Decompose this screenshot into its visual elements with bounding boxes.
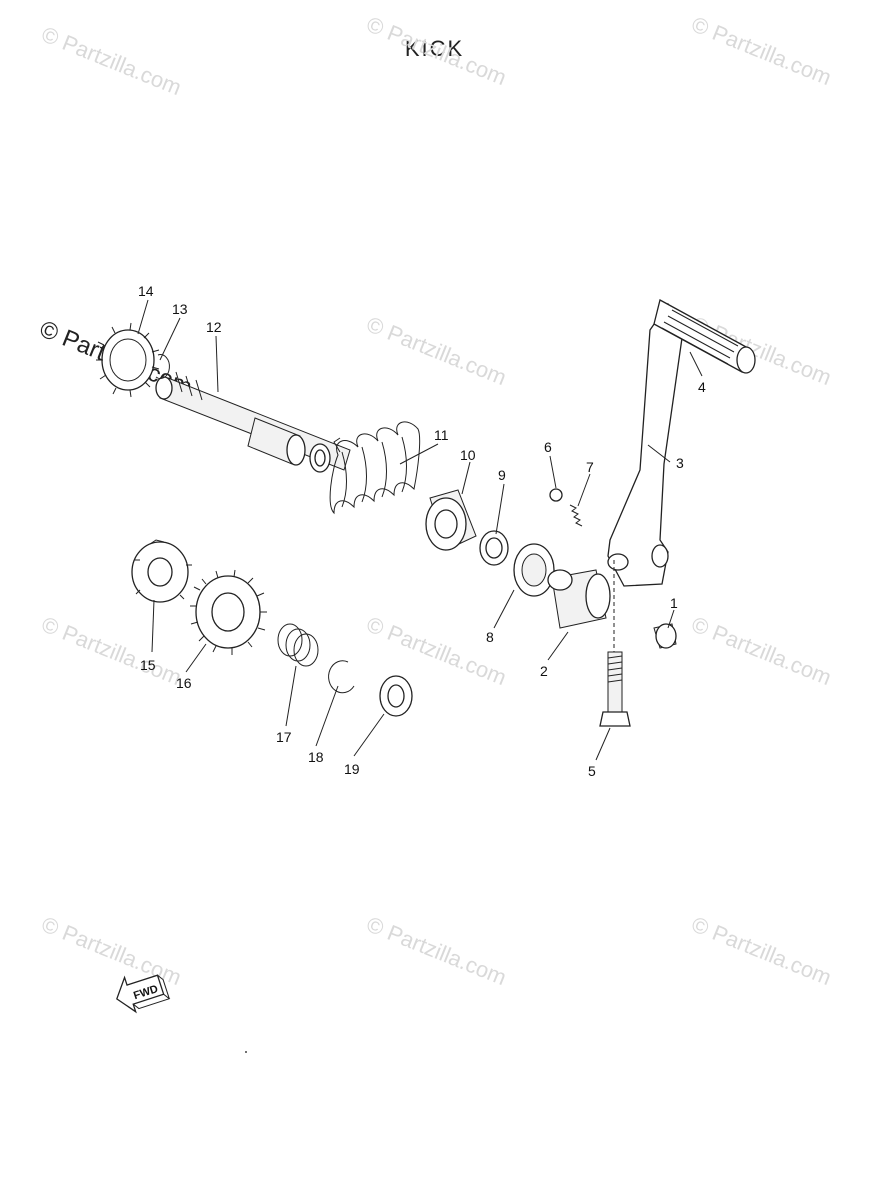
watermark: © Partzilla.com: [688, 911, 835, 990]
watermark: © Partzilla.com: [38, 911, 185, 990]
stray-dot: [245, 1051, 247, 1053]
watermark: © Partzilla.com: [688, 611, 835, 690]
kick-gear-part: [190, 569, 267, 655]
callout-7: 7: [586, 459, 594, 475]
diagram-title: KICK: [404, 36, 465, 61]
washer-part: [379, 675, 413, 717]
callout-4: 4: [698, 379, 706, 395]
ratchet-part: [131, 539, 192, 603]
gear-circlip-part: [328, 660, 355, 694]
gear-spring-part: [277, 623, 319, 667]
watermark: © Partzilla.com: [688, 11, 835, 90]
callout-16: 16: [176, 675, 192, 691]
torsion-spring-part: [329, 421, 421, 515]
callout-6: 6: [544, 439, 552, 455]
leader-lines: [137, 299, 703, 761]
callout-3: 3: [676, 455, 684, 471]
watermark: © Partzilla.com: [363, 911, 510, 990]
callout-5: 5: [588, 763, 596, 779]
bolt-part: [599, 560, 631, 727]
bushing-part: [425, 489, 477, 551]
shaft-gear-part: [96, 322, 160, 398]
callout-14: 14: [138, 283, 154, 299]
callout-11: 11: [434, 427, 449, 443]
callout-8: 8: [486, 629, 494, 645]
kick-boss-part: [547, 569, 611, 629]
callout-10: 10: [460, 447, 476, 463]
watermark: © Partzilla.com: [38, 611, 185, 690]
callout-1: 1: [670, 595, 678, 611]
ring-part: [479, 530, 509, 566]
cap-part: [653, 623, 677, 649]
kick-shaft-part: [155, 371, 351, 473]
watermark: © Partzilla.com: [363, 611, 510, 690]
callout-9: 9: [498, 467, 506, 483]
callout-2: 2: [540, 663, 548, 679]
callout-13: 13: [172, 301, 188, 317]
watermark: © Partzilla.com: [363, 311, 510, 390]
fwd-arrow-icon: FWD: [116, 974, 171, 1014]
watermark: © Partzilla.com: [363, 11, 510, 90]
kick-crank-part: [607, 299, 756, 587]
small-spring-part: [569, 504, 583, 527]
callout-19: 19: [344, 761, 360, 777]
callout-labels: 1 2 3 4 5 6 7 8 9 10 11 12 13 14 15 16 1…: [138, 283, 706, 779]
callout-17: 17: [276, 729, 292, 745]
oil-seal-part: [513, 543, 555, 597]
watermark: © Partzilla.com: [38, 21, 185, 100]
ball-part: [549, 488, 563, 502]
callout-18: 18: [308, 749, 324, 765]
callout-15: 15: [140, 657, 156, 673]
callout-12: 12: [206, 319, 222, 335]
